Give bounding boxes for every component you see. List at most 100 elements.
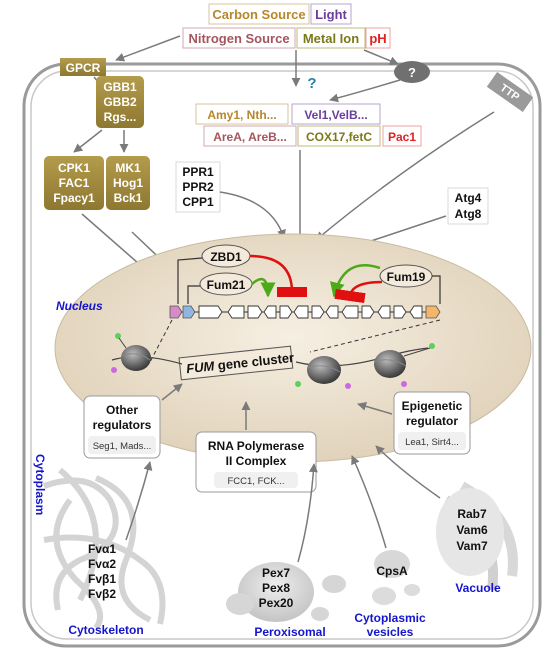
link-zbd1-to-promoter (177, 257, 203, 304)
svg-text:II Complex: II Complex (226, 454, 287, 468)
svg-text:Atg4: Atg4 (455, 191, 482, 205)
mapk-pathway-box: MK1 Hog1 Bck1 (106, 156, 150, 210)
svg-text:Light: Light (315, 7, 347, 22)
svg-text:GBB1: GBB1 (103, 80, 137, 94)
svg-text:Amy1, Nth...: Amy1, Nth... (207, 108, 276, 122)
peroxisome-blobs (226, 562, 346, 622)
svg-text:Other: Other (106, 403, 138, 417)
arrow-signal-to-receptor (363, 49, 399, 66)
arrow-cytoskeleton-to-other (125, 461, 153, 541)
ttp-transporter: TTP (486, 72, 534, 112)
signal-ph: pH (365, 27, 391, 49)
arrow-ttp-to-cluster (315, 111, 495, 241)
svg-text:pH: pH (369, 31, 386, 46)
fum19-factor: Fum19 (379, 264, 433, 288)
camp-pathway-box: CPK1 FAC1 Fpacy1 (44, 156, 104, 210)
svg-text:Seg1, Mads...: Seg1, Mads... (93, 441, 152, 452)
svg-text:Fvα2: Fvα2 (88, 557, 116, 571)
svg-text:Fvβ2: Fvβ2 (88, 587, 116, 601)
vesicles-label-1: Cytoplasmic (354, 611, 426, 625)
vacuole-proteins: Rab7 Vam6 Vam7 (456, 507, 488, 553)
activate-fum21 (251, 277, 276, 298)
inhibit-zbd1 (249, 254, 308, 298)
gpcr-receptor: GPCR (60, 58, 106, 76)
svg-text:Bck1: Bck1 (114, 191, 143, 205)
signal-light: Light (310, 3, 352, 25)
svg-text:CPK1: CPK1 (58, 161, 90, 175)
svg-text:FCC1, FCK...: FCC1, FCK... (227, 476, 284, 487)
svg-text:ZBD1: ZBD1 (210, 250, 242, 264)
svg-text:RNA Polymerase: RNA Polymerase (208, 439, 305, 453)
zbd1-factor: ZBD1 (201, 244, 251, 268)
cytoskeleton-label: Cytoskeleton (68, 623, 143, 637)
arrow-gbb-to-camp (73, 129, 103, 153)
svg-text:Vel1,VelB...: Vel1,VelB... (304, 108, 367, 122)
svg-text:COX17,fetC: COX17,fetC (306, 130, 372, 144)
arrow-other-to-cluster (161, 383, 183, 401)
svg-text:Pex8: Pex8 (262, 581, 290, 595)
svg-text:Nitrogen Source: Nitrogen Source (188, 31, 289, 46)
svg-text:Lea1, Sirt4...: Lea1, Sirt4... (405, 437, 459, 448)
arrow-vesicles-to-nucleus (351, 455, 387, 549)
g-protein-box: GBB1 GBB2 Rgs... (96, 76, 144, 128)
svg-text:Vam7: Vam7 (456, 539, 488, 553)
svg-text:FAC1: FAC1 (59, 176, 90, 190)
unknown-pathway-mark: ? (307, 75, 316, 92)
svg-text:MK1: MK1 (115, 161, 141, 175)
svg-text:PPR2: PPR2 (182, 180, 214, 194)
svg-text:GPCR: GPCR (66, 61, 101, 75)
vacuole-label: Vacuole (455, 581, 501, 595)
svg-text:regulator: regulator (406, 414, 458, 428)
svg-text:Rgs...: Rgs... (104, 110, 137, 124)
svg-text:Fvβ1: Fvβ1 (88, 572, 116, 586)
nucleus-label: Nucleus (56, 299, 103, 313)
unknown-receptor: ? (394, 61, 430, 83)
svg-text:CPP1: CPP1 (182, 195, 214, 209)
link-fum19-to-gene (432, 275, 441, 304)
svg-text:Rab7: Rab7 (457, 507, 487, 521)
svg-text:Carbon Source: Carbon Source (212, 7, 305, 22)
svg-text:Vam6: Vam6 (456, 523, 488, 537)
factor-vel: Vel1,VelB... (291, 103, 381, 125)
svg-text:Pex20: Pex20 (259, 596, 294, 610)
vesicle-blobs (372, 550, 420, 605)
arrow-receptor-to-factors (329, 79, 401, 103)
factor-area: AreA, AreB... (203, 125, 297, 147)
peroxisome-proteins: Pex7 Pex8 Pex20 (259, 566, 294, 610)
svg-text:GBB2: GBB2 (103, 95, 137, 109)
other-regulators-box: Other regulators Seg1, Mads... (83, 395, 161, 459)
fum-cluster-label: FUM gene cluster (178, 345, 295, 381)
svg-text:Hog1: Hog1 (113, 176, 143, 190)
signal-metal-ion: Metal Ion (296, 27, 366, 49)
svg-text:regulators: regulators (93, 418, 152, 432)
svg-text:Fvα1: Fvα1 (88, 542, 116, 556)
arrow-epi-to-cluster (357, 401, 393, 415)
arrow-vacuole-to-nucleus (375, 445, 441, 499)
cytoskeleton-proteins: Fvα1 Fvα2 Fvβ1 Fvβ2 (88, 542, 116, 601)
signal-carbon-source: Carbon Source (208, 3, 310, 25)
svg-text:Fpacy1: Fpacy1 (53, 191, 95, 205)
cytoplasm-label: Cytoplasm (33, 454, 47, 515)
svg-text:AreA, AreB...: AreA, AreB... (213, 130, 287, 144)
svg-text:Epigenetic: Epigenetic (402, 399, 463, 413)
rnap-complex-box: RNA Polymerase II Complex FCC1, FCK... (195, 431, 317, 493)
svg-text:Pac1: Pac1 (388, 130, 416, 144)
ppr-box: PPR1 PPR2 CPP1 (175, 161, 221, 213)
cytoskeleton-fibers (43, 467, 166, 630)
dashed-guide-left (149, 319, 173, 363)
svg-text:Atg8: Atg8 (455, 207, 482, 221)
factor-cox17: COX17,fetC (297, 125, 381, 147)
autophagy-box: Atg4 Atg8 (447, 187, 489, 225)
link-fum21-to-promoter (187, 285, 200, 304)
peroxisome-label: Peroxisomal (254, 625, 325, 639)
arrow-camp-to-nucleus (81, 213, 147, 271)
nucleosome-right (373, 343, 435, 387)
svg-text:?: ? (408, 65, 416, 80)
vesicle-protein: CpsA (376, 564, 408, 578)
fum21-factor: Fum21 (199, 272, 253, 296)
cell-membrane-outer (22, 62, 542, 648)
vesicles-label-2: vesicles (367, 625, 414, 639)
svg-text:Fum21: Fum21 (207, 278, 246, 292)
fum-gene-cluster (169, 305, 441, 319)
